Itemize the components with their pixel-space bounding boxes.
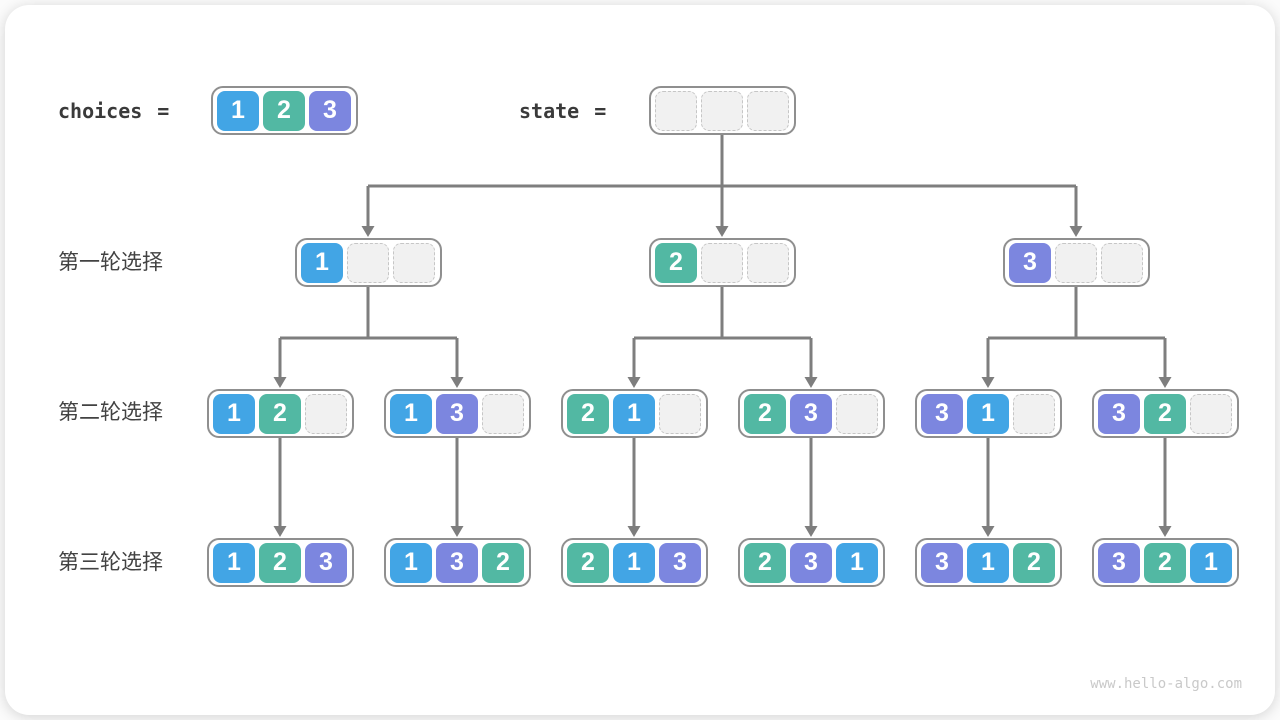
array-cell-value: 3	[659, 542, 701, 583]
array-cell-value: 2	[567, 542, 609, 583]
array-cell-value: 3	[790, 393, 832, 434]
round-1-label: 第一轮选择	[58, 251, 163, 274]
round-3-label: 第三轮选择	[58, 551, 163, 574]
array-cell-value: 1	[390, 393, 432, 434]
array-cell-value: 1	[613, 542, 655, 583]
array-cell-empty	[747, 242, 789, 283]
array-cell-value: 3	[436, 542, 478, 583]
array-cell-empty	[347, 242, 389, 283]
round-2-label: 第二轮选择	[58, 401, 163, 424]
array-cell-value: 3	[1098, 393, 1140, 434]
array-cell-value: 2	[1144, 393, 1186, 434]
array-cell-value: 3	[436, 393, 478, 434]
array-cell-empty	[659, 393, 701, 434]
array-cell-value: 2	[482, 542, 524, 583]
array-cell-value: 3	[921, 542, 963, 583]
array-cell-value: 1	[213, 542, 255, 583]
choices-label: choices =	[58, 97, 169, 125]
array-cell-value: 2	[259, 393, 301, 434]
array-cell-value: 1	[301, 242, 343, 283]
array-cell-value: 2	[1013, 542, 1055, 583]
array-cell-value: 3	[1009, 242, 1051, 283]
array-cell-value: 2	[744, 542, 786, 583]
array-cell-value: 2	[744, 393, 786, 434]
array-cell-value: 2	[1144, 542, 1186, 583]
state-label: state =	[519, 97, 606, 125]
array-cell-value: 1	[1190, 542, 1232, 583]
array-cell-value: 3	[305, 542, 347, 583]
array-cell-value: 1	[967, 393, 1009, 434]
array-cell-empty	[701, 242, 743, 283]
choices-equals-sign: =	[157, 99, 170, 123]
choices-label-text: choices	[58, 99, 143, 123]
array-cell-value: 2	[259, 542, 301, 583]
array-cell-value: 1	[213, 393, 255, 434]
state-array	[648, 86, 796, 135]
array-cell-empty	[393, 242, 435, 283]
state-label-text: state	[519, 99, 580, 123]
array-cell-empty	[1190, 393, 1232, 434]
array-cell-value: 3	[790, 542, 832, 583]
round1-node-3: 3	[1002, 238, 1150, 287]
array-cell-empty	[1055, 242, 1097, 283]
state-equals-sign: =	[594, 99, 607, 123]
array-cell-value: 1	[836, 542, 878, 583]
watermark: www.hello-algo.com	[1090, 676, 1242, 692]
array-cell-empty	[836, 393, 878, 434]
array-cell-empty	[747, 90, 789, 131]
array-cell-value: 1	[390, 542, 432, 583]
array-cell-value: 3	[309, 90, 351, 131]
array-cell-value: 2	[263, 90, 305, 131]
array-cell-empty	[701, 90, 743, 131]
array-cell-value: 2	[567, 393, 609, 434]
round1-node-1: 1	[294, 238, 442, 287]
array-cell-value: 1	[217, 90, 259, 131]
array-cell-value: 3	[921, 393, 963, 434]
array-cell-empty	[655, 90, 697, 131]
array-cell-empty	[482, 393, 524, 434]
array-cell-value: 2	[655, 242, 697, 283]
round1-node-2: 2	[648, 238, 796, 287]
array-cell-value: 1	[967, 542, 1009, 583]
array-cell-value: 1	[613, 393, 655, 434]
array-cell-value: 3	[1098, 542, 1140, 583]
array-cell-empty	[1101, 242, 1143, 283]
diagram-card	[5, 5, 1275, 715]
array-cell-empty	[1013, 393, 1055, 434]
array-cell-empty	[305, 393, 347, 434]
